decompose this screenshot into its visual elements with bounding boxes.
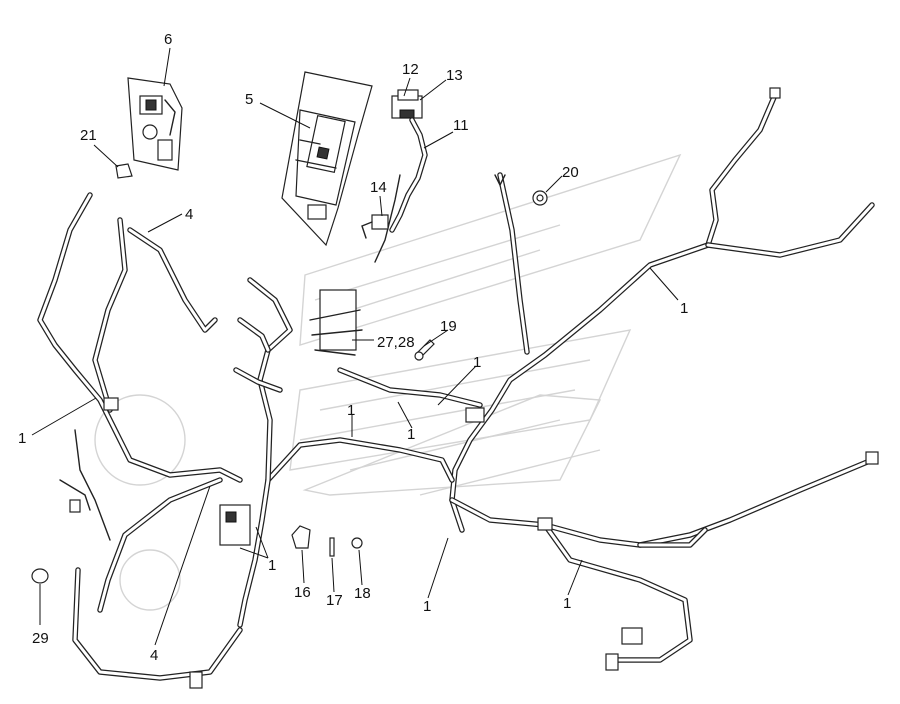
small-parts — [291, 525, 363, 557]
callout-19: 19 — [440, 318, 457, 335]
callout-1-right-upper: 1 — [680, 300, 688, 317]
grommet-part — [532, 190, 548, 206]
bolt-part — [414, 339, 435, 361]
callout-1-bottom: 1 — [423, 598, 431, 615]
callout-1-bottom-right: 1 — [563, 595, 571, 612]
callout-1-center-lower: 1 — [407, 426, 415, 443]
callout-20: 20 — [562, 164, 579, 181]
callout-14: 14 — [370, 179, 387, 196]
callout-4-bottom: 4 — [150, 647, 158, 664]
callout-1-center-upper: 1 — [473, 354, 481, 371]
callout-4-top: 4 — [185, 206, 193, 223]
controller-plate-part — [281, 71, 373, 247]
relay-bracket-part — [127, 77, 183, 171]
callout-5: 5 — [245, 91, 253, 108]
callout-1-center-mid: 1 — [347, 402, 355, 419]
callout-18: 18 — [354, 585, 371, 602]
left-harness — [37, 192, 243, 689]
callout-11: 11 — [453, 117, 469, 134]
callout-6: 6 — [164, 31, 172, 48]
callout-12: 12 — [402, 61, 419, 78]
callout-1-left: 1 — [18, 430, 26, 447]
callout-27-28: 27,28 — [377, 334, 415, 351]
leader-lines — [31, 47, 679, 646]
relay-block-part — [391, 89, 423, 119]
callout-labels: 6 5 21 4 12 13 11 14 20 1 19 27,28 1 1 1… — [18, 31, 688, 664]
callout-21: 21 — [80, 127, 97, 144]
watermark-logo — [94, 153, 682, 611]
callout-1-bottom-center: 1 — [268, 557, 276, 574]
relay-lead-part — [374, 117, 428, 263]
callout-17: 17 — [326, 592, 343, 609]
callout-16: 16 — [294, 584, 311, 601]
cap-part — [31, 568, 49, 584]
clip-part — [115, 163, 133, 179]
fuse-holder-part — [361, 214, 389, 239]
callout-13: 13 — [446, 67, 463, 84]
main-harness — [265, 87, 879, 671]
center-harness — [219, 277, 363, 628]
callout-29: 29 — [32, 630, 49, 647]
